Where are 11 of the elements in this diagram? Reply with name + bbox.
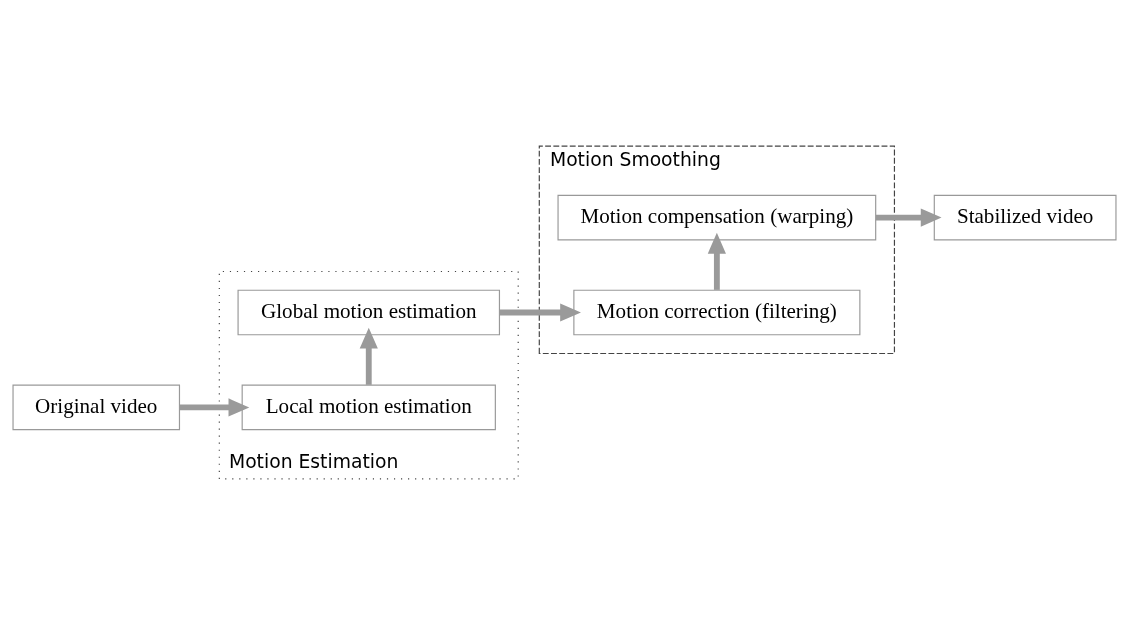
arrow [499,303,581,322]
node-box: Global motion estimation [237,289,501,336]
arrow [875,208,942,227]
arrow [707,232,726,290]
node-box: Original video [12,384,181,431]
arrow [179,398,250,417]
arrow [359,327,378,385]
node-box: Stabilized video [933,194,1117,241]
node-box: Motion compensation (warping) [557,194,877,241]
node-box: Local motion estimation [241,384,496,431]
node-box: Motion correction (filtering) [573,289,861,336]
